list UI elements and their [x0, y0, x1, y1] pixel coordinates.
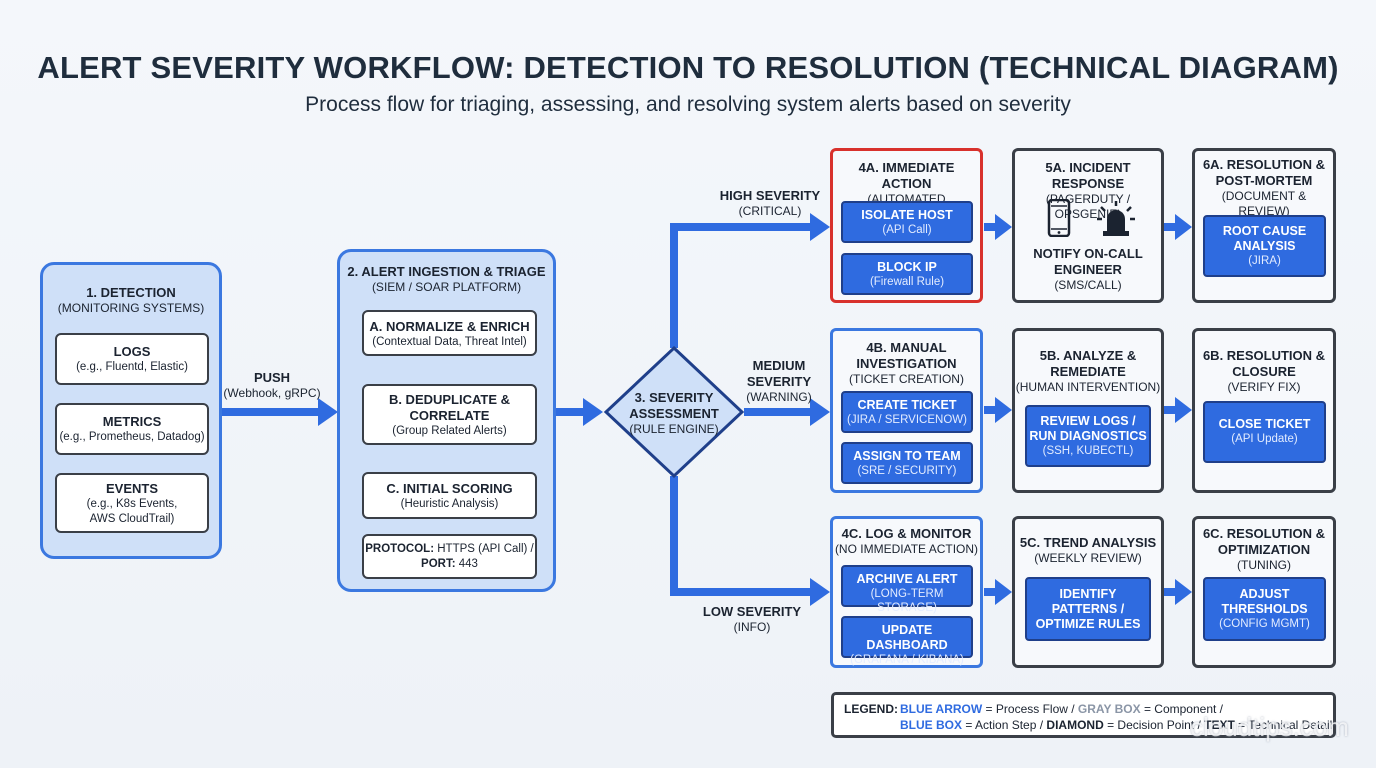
push-label: PUSH (Webhook, gRPC) [223, 370, 321, 400]
ingestion-subtitle: (SIEM / SOAR PLATFORM) [371, 280, 522, 294]
protocol-box: PROTOCOL: HTTPS (API Call) / PORT: 443 [362, 534, 537, 579]
page-subtitle: Process flow for triaging, assessing, an… [305, 93, 1071, 116]
legend-label: LEGEND: [844, 702, 898, 716]
page-title: ALERT SEVERITY WORKFLOW: DETECTION TO RE… [37, 50, 1339, 85]
watermark: cloudtips.com [1190, 712, 1349, 742]
arrowhead [810, 213, 830, 241]
arrowhead [995, 214, 1012, 240]
arrowhead [810, 578, 830, 606]
stage-5a-card: 5A. INCIDENT RESPONSE (PAGERDUTY / OPSGE… [1012, 148, 1164, 303]
arrowhead [1175, 579, 1192, 605]
stage-6b-card: 6B. RESOLUTION & CLOSURE (VERIFY FIX) CL… [1192, 328, 1336, 493]
siren-icon [1097, 201, 1135, 236]
low-severity-label: LOW SEVERITY (INFO) [702, 604, 802, 634]
stage-4b-card: 4B. MANUAL INVESTIGATION (TICKET CREATIO… [830, 328, 983, 493]
events-box: EVENTS (e.g., K8s Events, AWS CloudTrail… [55, 473, 209, 533]
high-severity-label: HIGH SEVERITY (CRITICAL) [719, 188, 821, 218]
arrow-low-branch [670, 476, 812, 596]
create-ticket-button[interactable]: CREATE TICKET (JIRA / SERVICENOW) [841, 391, 973, 433]
initial-scoring-box: C. INITIAL SCORING (Heuristic Analysis) [362, 472, 537, 519]
arrowhead [1175, 397, 1192, 423]
arrowhead [583, 398, 603, 426]
update-dashboard-button[interactable]: UPDATE DASHBOARD (GRAFANA / KIBANA) [841, 616, 973, 666]
close-ticket-button[interactable]: CLOSE TICKET (API Update) [1203, 401, 1326, 463]
identify-patterns-button[interactable]: IDENTIFY PATTERNS / OPTIMIZE RULES [1025, 577, 1151, 641]
legend: LEGEND: BLUE ARROW = Process Flow / GRAY… [831, 692, 1336, 738]
medium-severity-label: MEDIUM SEVERITY (WARNING) [746, 358, 812, 404]
arrowhead [1175, 214, 1192, 240]
decision-diamond [603, 345, 745, 479]
logs-box: LOGS (e.g., Fluentd, Elastic) [55, 333, 209, 385]
legend-gray-box: GRAY BOX [1077, 702, 1141, 716]
legend-blue-arrow: BLUE ARROW [900, 702, 983, 716]
normalize-enrich-box: A. NORMALIZE & ENRICH (Contextual Data, … [362, 310, 537, 356]
deduplicate-correlate-box: B. DEDUPLICATE & CORRELATE (Group Relate… [362, 384, 537, 445]
detection-subtitle: (MONITORING SYSTEMS) [57, 301, 205, 315]
legend-blue-box: BLUE BOX [900, 718, 963, 732]
assessment-label: 3. SEVERITY ASSESSMENT (RULE ENGINE) [629, 390, 719, 436]
block-ip-button[interactable]: BLOCK IP (Firewall Rule) [841, 253, 973, 295]
metrics-box: METRICS (e.g., Prometheus, Datadog) [55, 403, 209, 455]
arrowhead [810, 398, 830, 426]
arrowhead [995, 397, 1012, 423]
stage-6a-card: 6A. RESOLUTION & POST-MORTEM (DOCUMENT &… [1192, 148, 1336, 303]
assign-to-team-button[interactable]: ASSIGN TO TEAM (SRE / SECURITY) [841, 442, 973, 484]
stage-4a-card: 4A. IMMEDIATE ACTION (AUTOMATED RESPONSE… [830, 148, 983, 303]
ingestion-card: 2. ALERT INGESTION & TRIAGE (SIEM / SOAR… [337, 249, 556, 592]
detection-card: 1. DETECTION (MONITORING SYSTEMS) LOGS (… [40, 262, 222, 559]
stage-6c-card: 6C. RESOLUTION & OPTIMIZATION (TUNING) A… [1192, 516, 1336, 668]
legend-diamond: DIAMOND [1046, 718, 1104, 732]
root-cause-analysis-button[interactable]: ROOT CAUSE ANALYSIS (JIRA) [1203, 215, 1326, 277]
detection-title: 1. DETECTION [86, 285, 176, 300]
arrowhead [995, 579, 1012, 605]
review-logs-button[interactable]: REVIEW LOGS / RUN DIAGNOSTICS (SSH, KUBE… [1025, 405, 1151, 467]
adjust-thresholds-button[interactable]: ADJUST THRESHOLDS (CONFIG MGMT) [1203, 577, 1326, 641]
phone-icon [1047, 199, 1071, 237]
arrow-high-branch [670, 223, 812, 348]
legend-text: TEXT [1204, 718, 1235, 732]
archive-alert-button[interactable]: ARCHIVE ALERT (LONG-TERM STORAGE) [841, 565, 973, 614]
stage-4c-card: 4C. LOG & MONITOR (NO IMMEDIATE ACTION) … [830, 516, 983, 668]
arrowhead [318, 398, 338, 426]
stage-5b-card: 5B. ANALYZE & REMEDIATE (HUMAN INTERVENT… [1012, 328, 1164, 493]
stage-5c-card: 5C. TREND ANALYSIS (WEEKLY REVIEW) IDENT… [1012, 516, 1164, 668]
isolate-host-button[interactable]: ISOLATE HOST (API Call) [841, 201, 973, 243]
ingestion-title: 2. ALERT INGESTION & TRIAGE [347, 264, 546, 279]
